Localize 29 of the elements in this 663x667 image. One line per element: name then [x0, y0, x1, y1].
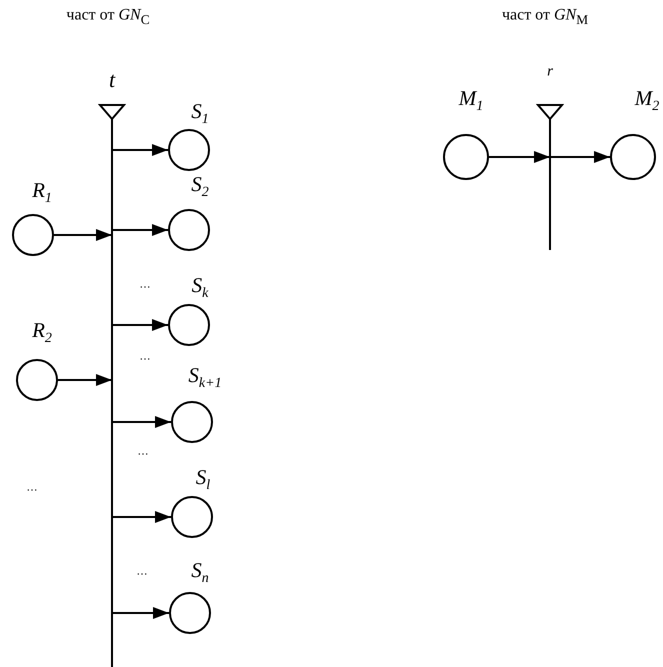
- transition-label: t: [108, 69, 116, 91]
- place-label: M$_{1}$: [458, 88, 484, 114]
- place-label: R$_{2}$: [32, 320, 52, 346]
- place-label: S$_{2}$: [191, 174, 209, 200]
- place-label: M$_{2}$: [634, 88, 660, 114]
- place-label: S$_{l}$: [196, 466, 210, 494]
- arrow: [112, 224, 168, 236]
- place-label: S$_{k}$: [192, 274, 208, 302]
- ellipsis-mark: …: [138, 446, 148, 458]
- arrow: [550, 151, 610, 163]
- arrow: [112, 511, 171, 523]
- arrow: [112, 607, 169, 619]
- ellipsis-mark: …: [140, 352, 150, 362]
- transition-label: r: [547, 64, 553, 80]
- arrow: [112, 144, 168, 156]
- arrow: [54, 229, 112, 241]
- arrow: [58, 374, 112, 386]
- ellipsis-mark: …: [136, 566, 148, 578]
- section-heading: част от GN$_{C}$: [66, 8, 150, 26]
- place-label: R$_{1}$: [32, 180, 52, 206]
- arrow: [489, 151, 550, 163]
- place-label: S$_{n}$: [191, 560, 209, 586]
- ellipsis-mark: …: [26, 482, 38, 494]
- arrow: [112, 416, 171, 428]
- place-label: S$_{1}$: [191, 100, 209, 128]
- place-label: S$_{k+1}$: [188, 364, 222, 392]
- ellipsis-mark: …: [140, 280, 150, 290]
- arrow: [112, 319, 168, 331]
- section-heading: част от GN$_{M}$: [502, 8, 588, 26]
